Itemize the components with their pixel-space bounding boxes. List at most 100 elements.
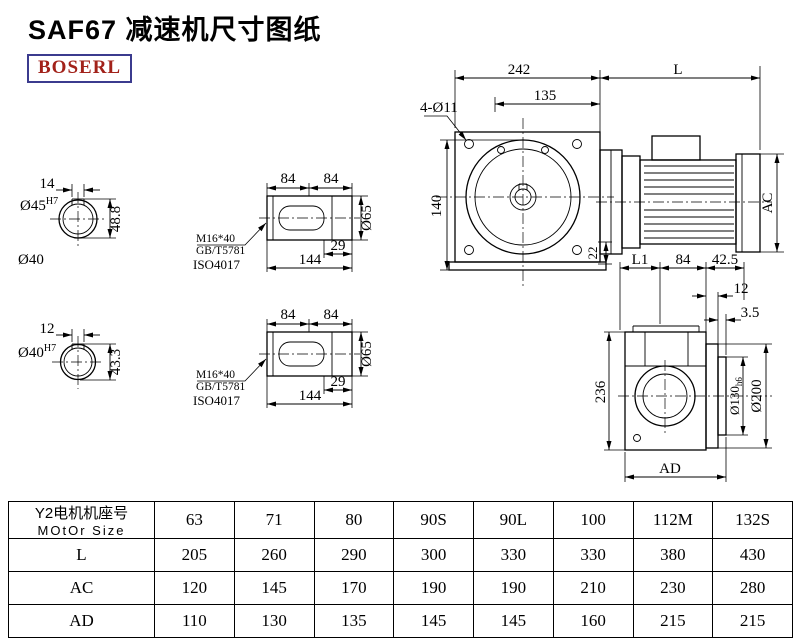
- value-cell: 330: [473, 538, 554, 572]
- dim-29-top-label: 29: [331, 238, 346, 254]
- value-cell: 170: [313, 571, 395, 605]
- dim-144-top-label: 144: [299, 252, 322, 268]
- value-cell: 145: [393, 604, 474, 638]
- keyway-height-1-label: 48.8: [108, 206, 124, 232]
- value-cell: 260: [233, 538, 315, 572]
- keyway-width-2-label: 12: [40, 321, 55, 337]
- shaft-bottom-body: [259, 331, 360, 377]
- dim-22-label: 22: [585, 247, 600, 260]
- value-cell: 300: [393, 538, 474, 572]
- size-cell: 80: [313, 501, 395, 539]
- std-note1-bottom: GB/T5781: [196, 381, 245, 393]
- dia-65-bottom-label: Ø65: [359, 341, 375, 367]
- dim-29-bottom-label: 29: [331, 374, 346, 390]
- value-cell: 290: [313, 538, 395, 572]
- dim-84b-bottom-label: 84: [324, 307, 340, 323]
- dim-AC-label: AC: [760, 193, 776, 214]
- shaft-dia-label: Ø40: [18, 252, 44, 268]
- dim-84-side-label: 84: [676, 252, 692, 268]
- table-row-L: L 205 260 290 300 330 330 380 430: [8, 538, 793, 572]
- value-cell: 190: [393, 571, 474, 605]
- size-cell: 132S: [712, 501, 793, 539]
- dim-L1-label: L1: [632, 252, 649, 268]
- dim-84a-top-label: 84: [281, 171, 297, 187]
- std-note1-top: GB/T5781: [196, 245, 245, 257]
- value-cell: 280: [712, 571, 793, 605]
- value-cell: 135: [313, 604, 395, 638]
- size-cell: 90L: [473, 501, 554, 539]
- bore1-body: [50, 192, 106, 246]
- value-cell: 430: [712, 538, 793, 572]
- dim-12-side-label: 12: [734, 281, 749, 297]
- bore-1-label: Ø45H7: [20, 196, 58, 214]
- dim-42-5-label: 42.5: [712, 252, 738, 268]
- dim-84a-bottom-label: 84: [281, 307, 297, 323]
- value-cell: 205: [154, 538, 235, 572]
- dim-L-label: L: [673, 62, 682, 78]
- dia-130-label: Ø130h6: [727, 377, 744, 415]
- bore-2-label: Ø40H7: [18, 343, 56, 361]
- dim-84b-top-label: 84: [324, 171, 340, 187]
- value-cell: 145: [473, 604, 554, 638]
- dim-AD-label: AD: [659, 461, 681, 477]
- bore1-dim-lines: [56, 184, 116, 239]
- dim-236-label: 236: [593, 380, 609, 403]
- row-label: AC: [8, 571, 155, 605]
- motor-size-header: Y2电机机座号 MOtOr Size: [8, 501, 155, 539]
- value-cell: 160: [552, 604, 634, 638]
- dimension-table: Y2电机机座号 MOtOr Size 63 71 80 90S 90L 100 …: [8, 501, 793, 638]
- value-cell: 130: [233, 604, 315, 638]
- keyway-height-2-label: 43.3: [108, 349, 124, 375]
- value-cell: 210: [552, 571, 634, 605]
- keyway-width-1-label: 14: [40, 176, 56, 192]
- page-title: SAF67 减速机尺寸图纸: [28, 15, 322, 45]
- dim-140-label: 140: [429, 195, 445, 218]
- value-cell: 215: [632, 604, 714, 638]
- bore2-body: [52, 336, 104, 389]
- bolt-note-top: M16*40: [196, 233, 235, 245]
- size-cell: 63: [154, 501, 235, 539]
- shaft-top-body: [259, 195, 360, 241]
- motor-size-header-cn: Y2电机机座号: [34, 505, 129, 522]
- motor-body: [596, 135, 772, 255]
- bore2-dim-lines: [56, 329, 116, 381]
- value-cell: 110: [154, 604, 235, 638]
- std-note2-bottom: ISO4017: [193, 393, 240, 408]
- hollow-bore-view-1: 14 Ø45H7 48.8 Ø40: [18, 176, 124, 268]
- front-view-dim-lines: [424, 66, 784, 271]
- size-cell: 112M: [632, 501, 714, 539]
- value-cell: 380: [632, 538, 714, 572]
- value-cell: 230: [632, 571, 714, 605]
- value-cell: 215: [712, 604, 793, 638]
- dia-65-top-label: Ø65: [359, 205, 375, 231]
- dim-144-bottom-label: 144: [299, 388, 322, 404]
- table-row-AD: AD 110 130 135 145 145 160 215 215: [8, 604, 793, 638]
- std-note2-top: ISO4017: [193, 257, 240, 272]
- bolt-note-bottom: M16*40: [196, 369, 235, 381]
- dim-3-5-label: 3.5: [741, 305, 760, 321]
- row-label: L: [8, 538, 155, 572]
- side-view: L1 84 42.5 12 3.5 236 Ø130h6 Ø200 AD: [593, 252, 772, 482]
- front-view: 242 L 135 4-Ø11 140 22 AC: [420, 62, 784, 288]
- holes-callout: 4-Ø11: [420, 100, 458, 116]
- table-row-AC: AC 120 145 170 190 190 210 230 280: [8, 571, 793, 605]
- size-cell: 100: [552, 501, 634, 539]
- value-cell: 330: [552, 538, 634, 572]
- hollow-bore-view-2: 12 Ø40H7 43.3: [18, 321, 124, 389]
- value-cell: 190: [473, 571, 554, 605]
- side-view-body: [618, 325, 772, 451]
- motor-size-header-en: MOtOr Size: [37, 523, 126, 538]
- dim-135-label: 135: [534, 88, 557, 104]
- dim-242-label: 242: [508, 62, 531, 78]
- size-cell: 90S: [393, 501, 474, 539]
- solid-shaft-view-bottom: 84 84 Ø65 29 144 M16*40 GB/T5781 ISO4017: [193, 307, 375, 408]
- technical-drawing: 242 L 135 4-Ø11 140 22 AC 14 Ø45H: [18, 62, 784, 482]
- value-cell: 145: [233, 571, 315, 605]
- value-cell: 120: [154, 571, 235, 605]
- front-view-body: [436, 118, 614, 288]
- solid-shaft-view-top: 84 84 Ø65 29 144 M16*40 GB/T5781 ISO4017: [193, 171, 375, 272]
- brand-logo: BOSERL: [27, 54, 133, 83]
- shaft-top-dim-lines: [197, 183, 368, 272]
- table-row-sizes: Y2电机机座号 MOtOr Size 63 71 80 90S 90L 100 …: [8, 501, 793, 539]
- row-label: AD: [8, 604, 155, 638]
